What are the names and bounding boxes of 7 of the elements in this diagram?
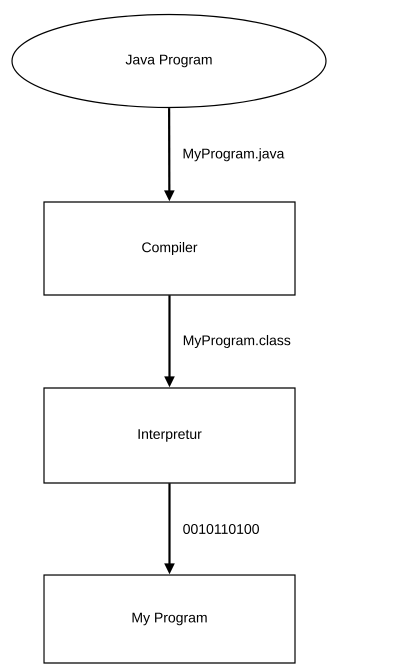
edge-label: MyProgram.java (181, 147, 286, 162)
edge-label: 0010110100 (182, 523, 261, 535)
process-box: Compiler (43, 201, 296, 296)
edge-label: MyProgram.class (182, 334, 292, 350)
ellipse-node: Java Program (11, 14, 327, 108)
process-box: Interpretur (43, 387, 296, 484)
process-box: My Program (43, 574, 296, 664)
